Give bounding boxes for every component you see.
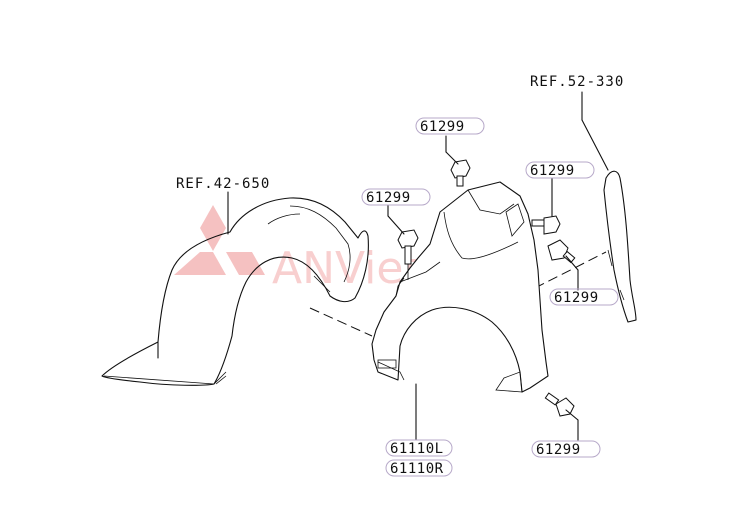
alignment-line-left [309,307,373,337]
front-fender [371,181,549,393]
leader-bolt-mid-right-2 [565,255,579,271]
callout-bolt-left [361,188,431,206]
callout-bolt-lower-right [531,440,601,458]
callout-bolt-top [415,117,485,135]
bolt-mid-right-icon [547,239,576,264]
bolt-top-icon [450,159,471,187]
callout-fender-left [385,439,453,457]
side-panel [603,170,637,323]
inner-fender-liner [101,197,369,386]
leader-bolt-lower-right-2 [565,409,579,421]
callout-bolt-upper-right [525,161,595,179]
alignment-line-right [534,251,607,289]
bolt-upper-right-icon [531,215,561,235]
part-bolt-left-label: 61299 [366,190,411,206]
bolt-left-icon [397,229,419,280]
watermark-text: ANViet [272,243,421,294]
part-bolt-top-label: 61299 [420,119,465,135]
part-bolt-lower-right-label: 61299 [536,442,581,458]
leader-side-panel-2 [581,119,609,171]
part-bolt-upper-right-label: 61299 [530,163,575,179]
leader-bolt-left-2 [387,215,405,235]
ref-inner-fender-label: REF.42-650 [176,176,270,192]
mitsubishi-logo-icon [174,205,265,275]
bolt-lower-right-icon [544,392,575,417]
ref-side-panel-label: REF.52-330 [530,74,624,90]
part-fender-right-label: 61110R [390,461,444,477]
callout-fender-right [385,459,453,477]
leader-bolt-top-2 [445,151,459,165]
part-fender-left-label: 61110L [390,441,444,457]
part-bolt-mid-right-label: 61299 [554,290,599,306]
callout-bolt-mid-right [549,288,619,306]
